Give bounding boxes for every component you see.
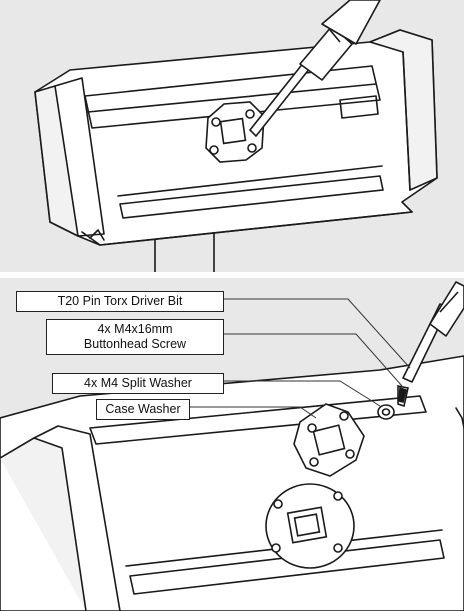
step-1-line-art: [34, 0, 438, 272]
callout-screw-label-line2: Buttonhead Screw: [83, 337, 187, 351]
callout-driver-bit: T20 Pin Torx Driver Bit: [16, 291, 224, 312]
callout-case-washer-label: Case Washer: [105, 402, 181, 416]
step-2-line-art: [0, 281, 464, 611]
callout-split-washer-label: 4x M4 Split Washer: [84, 376, 192, 390]
step-2-illustration-panel: T20 Pin Torx Driver Bit 4x M4x16mm Butto…: [0, 278, 464, 611]
callout-driver-bit-label: T20 Pin Torx Driver Bit: [57, 294, 183, 308]
callout-case-washer: Case Washer: [96, 399, 190, 420]
callout-screw: 4x M4x16mm Buttonhead Screw: [46, 319, 224, 355]
callout-split-washer: 4x M4 Split Washer: [52, 373, 224, 394]
callout-screw-label-line1: 4x M4x16mm: [97, 322, 173, 336]
step-1-illustration-panel: [0, 0, 464, 272]
